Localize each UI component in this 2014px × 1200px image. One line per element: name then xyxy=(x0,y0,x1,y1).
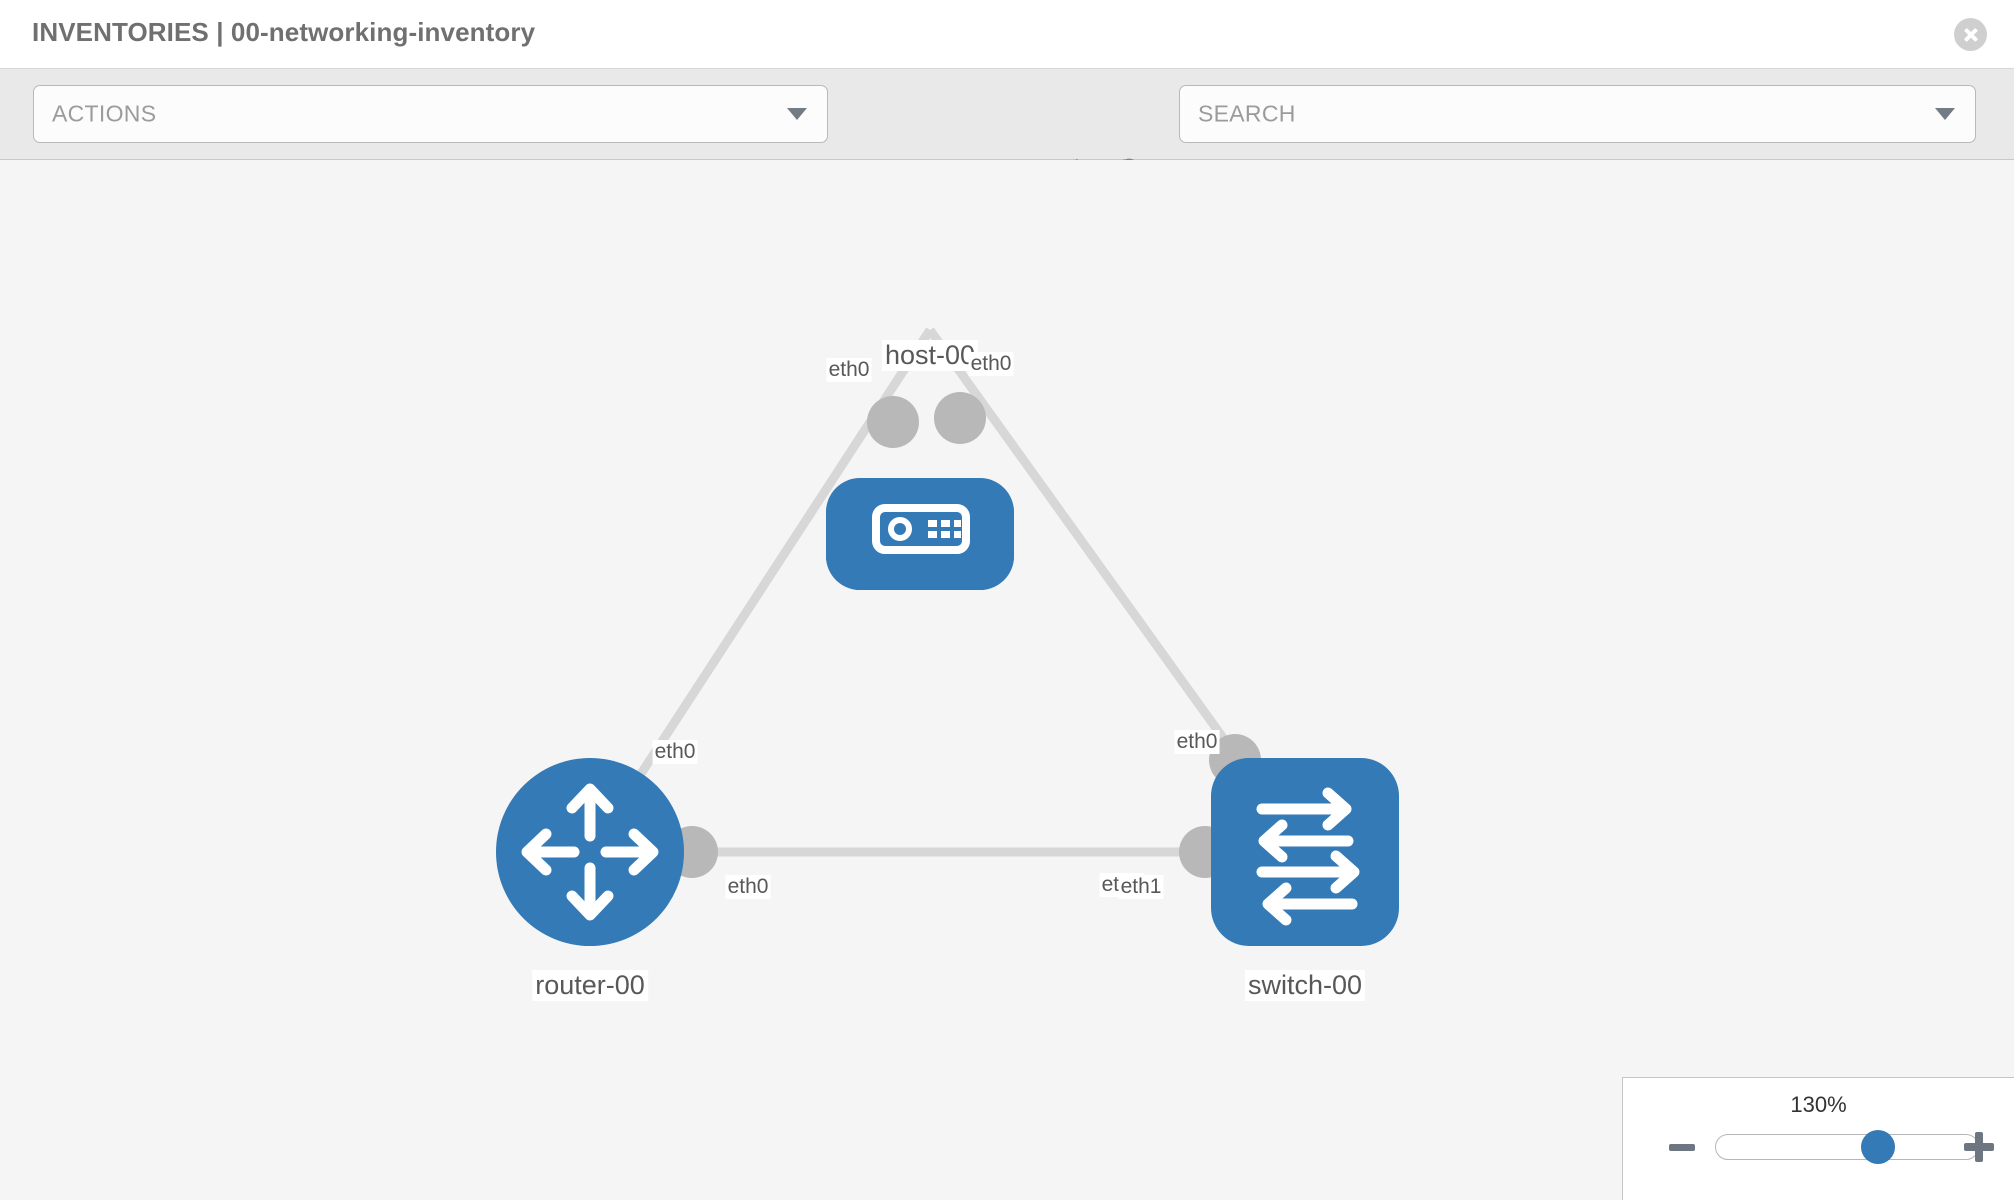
switch-arrows-icon xyxy=(1256,787,1360,926)
search-placeholder: SEARCH xyxy=(1198,100,1296,127)
node-label-router: router-00 xyxy=(532,970,648,1001)
zoom-slider[interactable] xyxy=(1715,1130,1979,1164)
iface-label-switch-uplink: eth0 xyxy=(1174,730,1220,754)
node-label-switch: switch-00 xyxy=(1244,970,1366,1001)
page-title: INVENTORIES | 00-networking-inventory xyxy=(32,17,536,47)
iface-label-switch-left-b: eth1 xyxy=(1118,875,1164,899)
connector-host-left xyxy=(867,396,919,448)
connector-host-right xyxy=(934,392,986,444)
actions-dropdown-label: ACTIONS xyxy=(52,100,157,127)
node-router-00 xyxy=(496,758,684,946)
chevron-down-icon xyxy=(1935,108,1955,120)
toolbar: ACTIONS SEARCH xyxy=(0,69,2014,193)
host-device-icon xyxy=(872,504,970,554)
node-switch-00 xyxy=(1211,758,1399,946)
search-input[interactable]: SEARCH xyxy=(1179,85,1976,143)
close-icon[interactable] xyxy=(1954,18,1987,51)
zoom-out-button[interactable] xyxy=(1667,1132,1697,1162)
topology-canvas[interactable]: host-00 router-00 switch-00 eth0 eth0 et… xyxy=(0,160,2014,1200)
actions-dropdown[interactable]: ACTIONS xyxy=(33,85,828,143)
zoom-in-button[interactable] xyxy=(1964,1132,1994,1162)
zoom-control-panel: 130% xyxy=(1622,1077,2014,1200)
iface-label-router-right: eth0 xyxy=(725,875,771,899)
zoom-level-value: 130% xyxy=(1790,1092,1847,1117)
node-host-00 xyxy=(826,478,1014,590)
chevron-down-icon xyxy=(787,108,807,120)
window-header: INVENTORIES | 00-networking-inventory xyxy=(0,0,2014,69)
iface-label-host-right: eth0 xyxy=(968,352,1014,376)
iface-label-host-left: eth0 xyxy=(826,358,872,382)
zoom-slider-thumb[interactable] xyxy=(1861,1130,1896,1164)
node-label-host: host-00 xyxy=(881,340,979,371)
topology-connectors xyxy=(666,392,1261,878)
topology-graph xyxy=(496,327,1399,946)
iface-label-router-uplink: eth0 xyxy=(652,740,698,764)
router-arrows-icon xyxy=(521,783,659,921)
